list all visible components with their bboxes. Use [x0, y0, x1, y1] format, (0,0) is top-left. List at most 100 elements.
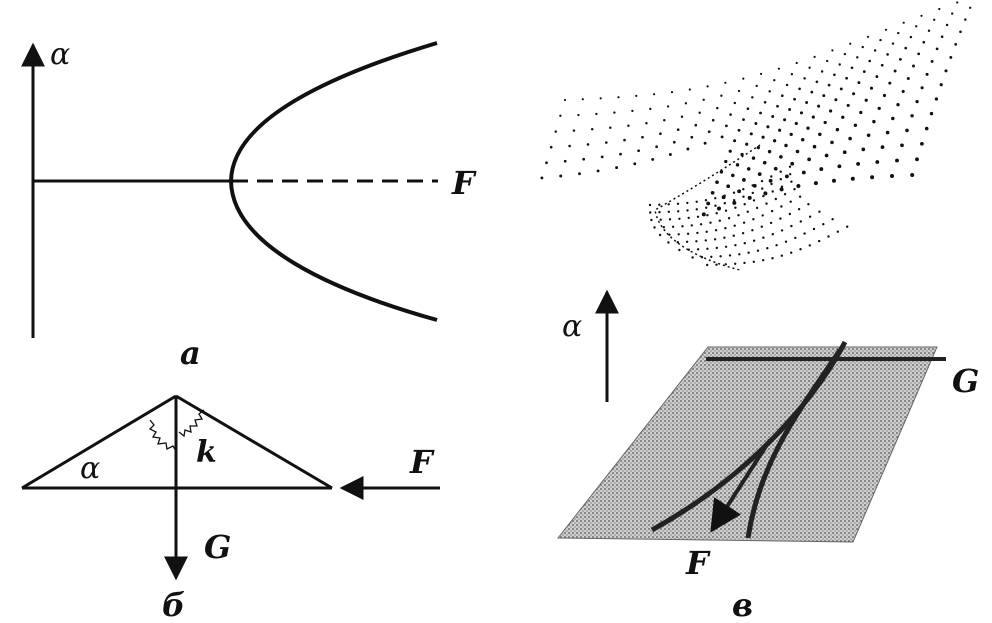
- surface-dot-fold: [770, 209, 774, 213]
- surface-dot: [728, 149, 732, 153]
- surface-dot-fold: [808, 215, 812, 218]
- surface-dot: [842, 150, 847, 155]
- surface-dot: [785, 83, 789, 87]
- surface-dot: [604, 141, 608, 144]
- surface-dot: [901, 89, 905, 93]
- surface-dot: [779, 155, 783, 159]
- surface-dot: [853, 123, 858, 128]
- surface-dot: [586, 143, 590, 146]
- surface-dot: [746, 167, 751, 171]
- surface-dot: [935, 47, 939, 51]
- surface-dot-fold: [818, 239, 821, 243]
- surface-dot: [659, 132, 662, 136]
- surface-dot: [839, 87, 843, 91]
- panel-v: α G F в: [540, 1, 979, 623]
- surface-dot: [680, 115, 684, 118]
- surface-dot: [945, 23, 949, 27]
- surface-dot: [954, 43, 958, 46]
- surface-dot: [886, 53, 889, 56]
- surface-dot-fold: [836, 230, 839, 233]
- surface-dot: [897, 31, 900, 35]
- surface-dot: [749, 132, 753, 136]
- surface-dot: [904, 46, 908, 50]
- surface-dot-fold: [775, 244, 778, 247]
- surface-dot: [655, 145, 658, 149]
- surface-dot-fold: [831, 218, 834, 221]
- surface-dot-fold: [648, 203, 652, 207]
- surface-dot: [902, 21, 905, 24]
- surface-dot: [663, 118, 666, 122]
- surface-dot: [729, 113, 732, 116]
- surface-dot: [817, 104, 821, 108]
- surface-dot-fold: [808, 244, 811, 247]
- surface-dot-fold: [719, 255, 722, 258]
- surface-dot: [888, 81, 892, 85]
- surface-dot-fold: [741, 232, 745, 235]
- surface-dot: [763, 100, 767, 104]
- surface-dot-fold: [760, 225, 763, 228]
- surface-dot: [619, 152, 622, 156]
- surface-dot: [772, 139, 777, 143]
- surface-dot: [760, 72, 763, 75]
- surface-dot: [833, 73, 836, 77]
- surface-dot-fold: [706, 247, 709, 250]
- surface-dot-fold: [737, 214, 740, 217]
- surface-dot: [572, 129, 576, 132]
- surface-dot-fold: [788, 212, 791, 216]
- surface-dot: [815, 80, 819, 84]
- surface-dot: [870, 175, 875, 180]
- surface-dot: [779, 187, 784, 192]
- surface-dot-fold: [695, 200, 698, 203]
- surface-dot-fold: [789, 200, 792, 203]
- surface-dot: [834, 98, 838, 102]
- surface-dot: [735, 163, 740, 167]
- surface-dot-fold: [743, 242, 746, 245]
- surface-dot: [915, 99, 919, 104]
- surface-dot: [856, 161, 861, 166]
- surface-dot-fold: [691, 256, 694, 259]
- surface-dot-fold: [827, 235, 830, 238]
- surface-dot-fold: [752, 199, 756, 202]
- bifurcation-parabola: [228, 41, 438, 322]
- surface-dot-fold: [733, 224, 736, 227]
- surface-dot: [627, 124, 630, 127]
- surface-dot: [912, 64, 915, 68]
- surface-dot-fold: [714, 204, 717, 207]
- surface-dot: [670, 91, 674, 94]
- surface-dot: [819, 167, 824, 172]
- surface-dot-fold: [780, 185, 784, 188]
- surface-dot: [599, 97, 602, 100]
- surface-dot: [732, 200, 737, 205]
- surface-dot: [806, 126, 810, 130]
- surface-dot-fold: [771, 257, 774, 260]
- surface-dot-fold: [780, 254, 783, 257]
- surface-dot: [884, 28, 888, 31]
- surface-dot: [808, 66, 811, 69]
- surface-dot-fold: [755, 206, 759, 210]
- surface-dot: [590, 128, 594, 131]
- surface-dot: [725, 124, 728, 128]
- cusp-surface: [540, 1, 972, 271]
- surface-dot-fold: [658, 233, 662, 237]
- surface-dot: [703, 141, 707, 145]
- surface-dot: [846, 103, 850, 107]
- surface-dot: [829, 109, 833, 113]
- surface-dot: [724, 81, 727, 84]
- surface-dot: [951, 12, 954, 15]
- left-rod: [21, 394, 177, 490]
- surface-dot-fold: [690, 224, 693, 227]
- spring-label-k: k: [196, 435, 217, 470]
- surface-dot: [820, 70, 824, 73]
- panel-caption-a: а: [180, 334, 201, 372]
- surface-dot: [756, 145, 760, 150]
- surface-dot-fold: [724, 209, 728, 212]
- surface-dot-fold: [696, 215, 700, 218]
- surface-dot: [747, 195, 752, 200]
- surface-dot-fold: [790, 180, 793, 183]
- surface-dot: [929, 111, 934, 116]
- surface-dot: [768, 90, 771, 93]
- surface-dot: [875, 75, 879, 79]
- surface-dot-fold: [780, 205, 783, 208]
- surface-dot: [813, 55, 816, 59]
- surface-dot: [701, 212, 706, 217]
